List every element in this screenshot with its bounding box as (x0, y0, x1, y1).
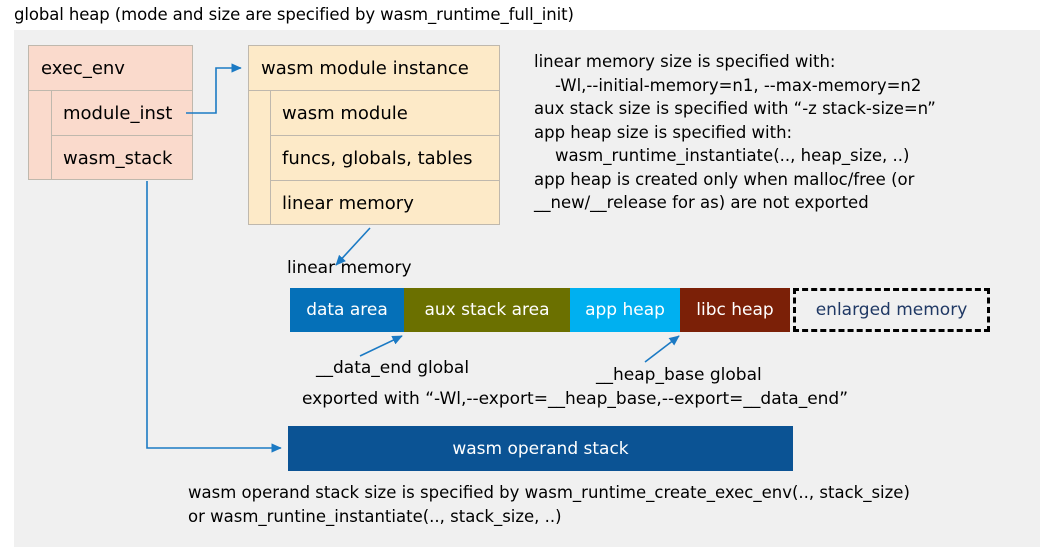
memory-segment-libc-heap-label: libc heap (696, 300, 774, 320)
exec-env-indent-column (29, 91, 52, 179)
operand-stack-notes: wasm operand stack size is specified by … (188, 483, 910, 526)
memory-segment-enlarged-memory-label: enlarged memory (815, 300, 968, 320)
memory-segment-enlarged-memory: enlarged memory (793, 288, 990, 332)
wasm-module-instance-field-funcs-globals-tables: funcs, globals, tables (271, 136, 499, 181)
memory-segment-libc-heap: libc heap (680, 288, 790, 332)
memory-segment-app-heap-label: app heap (585, 300, 665, 320)
wasm-module-instance-header: wasm module instance (249, 46, 499, 91)
page-title: global heap (mode and size are specified… (14, 5, 574, 24)
wasm-module-instance-field-linear-memory-label: linear memory (282, 192, 414, 214)
memory-segment-aux-stack-area-label: aux stack area (424, 300, 550, 320)
memory-segment-data-area: data area (290, 288, 404, 332)
exec-env-field-wasm-stack: wasm_stack (52, 136, 192, 181)
wasm-module-instance-header-label: wasm module instance (261, 57, 469, 79)
wasm-module-instance-indent-column (249, 91, 271, 224)
exec-env-field-module-inst-label: module_inst (63, 102, 173, 124)
linear-memory-bar-label: linear memory (287, 258, 412, 278)
exec-env-field-wasm-stack-label: wasm_stack (63, 148, 173, 169)
exec-env-header: exec_env (29, 46, 192, 91)
linear-memory-notes: linear memory size is specified with: -W… (534, 52, 936, 212)
annotation-data-end: __data_end global (316, 358, 470, 378)
exec-env-box: exec_env module_inst wasm_stack (28, 45, 193, 180)
memory-segment-app-heap: app heap (570, 288, 680, 332)
wasm-module-instance-box: wasm module instance wasm module funcs, … (248, 45, 500, 225)
wasm-module-instance-field-wasm-module: wasm module (271, 91, 499, 136)
memory-segment-aux-stack-area: aux stack area (404, 288, 570, 332)
wasm-operand-stack-box: wasm operand stack (288, 426, 793, 471)
exec-env-header-label: exec_env (41, 57, 125, 79)
wasm-module-instance-field-wasm-module-label: wasm module (282, 102, 408, 124)
wasm-module-instance-field-linear-memory: linear memory (271, 181, 499, 225)
memory-segment-data-area-label: data area (306, 300, 388, 320)
annotation-exported-with: exported with “-Wl,--export=__heap_base,… (302, 389, 849, 409)
annotation-heap-base: __heap_base global (596, 365, 762, 385)
wasm-module-instance-field-funcs-globals-tables-label: funcs, globals, tables (282, 147, 473, 169)
exec-env-field-module-inst: module_inst (52, 91, 192, 136)
wasm-operand-stack-label: wasm operand stack (452, 438, 629, 459)
